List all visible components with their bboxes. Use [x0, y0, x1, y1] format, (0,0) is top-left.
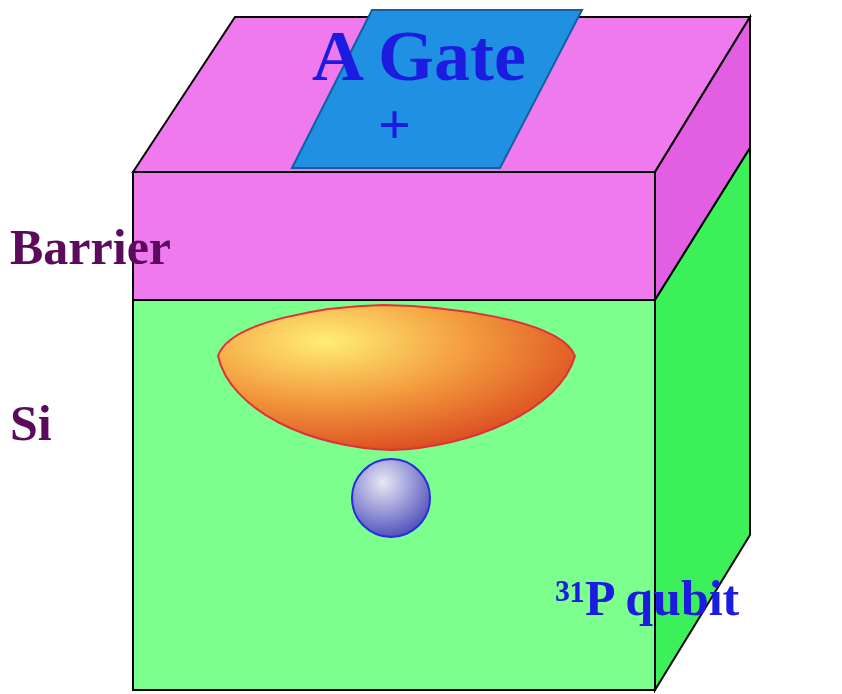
barrier-front-face	[133, 172, 655, 300]
phosphorus-atom	[352, 459, 430, 537]
gate-outline	[292, 10, 582, 168]
electron-cloud	[218, 305, 575, 450]
layer-label: Barrier	[10, 222, 171, 272]
gate-electrode: A Gate+	[290, 8, 584, 172]
qubit-label: ³¹P qubit	[555, 573, 739, 623]
silicon-front-face	[133, 300, 655, 690]
gate-polarity: +	[378, 96, 411, 154]
material-label: Si	[10, 398, 52, 448]
gate-label: A Gate	[312, 20, 526, 92]
